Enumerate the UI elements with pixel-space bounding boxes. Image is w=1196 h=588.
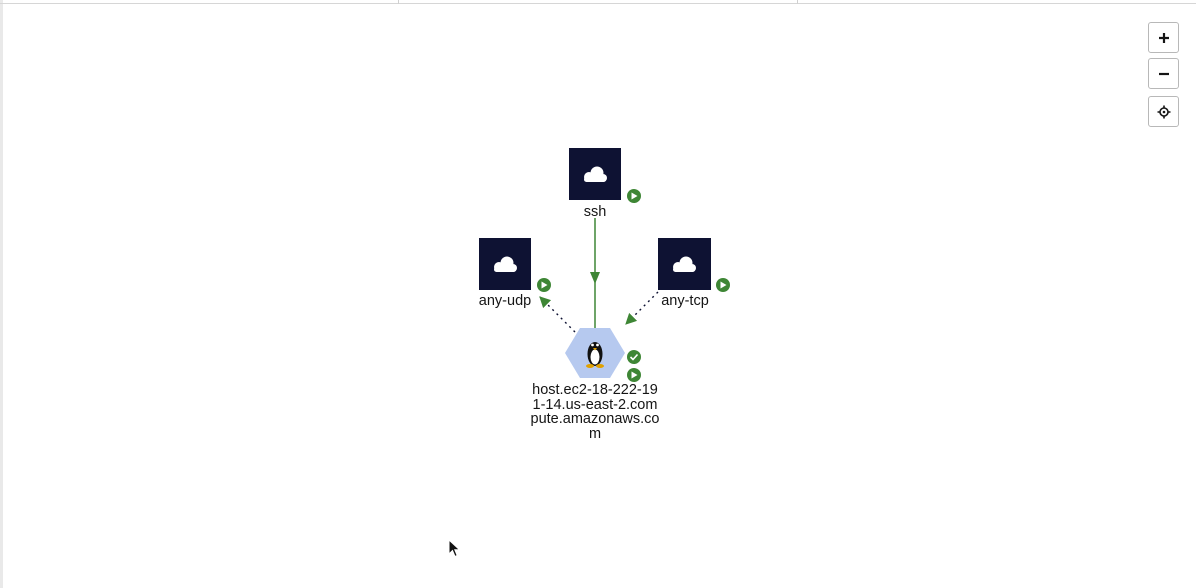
node-any-tcp[interactable] [658, 238, 711, 290]
node-label-ssh: ssh [583, 204, 607, 220]
health-badge-host [627, 350, 641, 364]
tab-separator [797, 0, 798, 4]
edge-any-tcp-to-host[interactable] [625, 291, 659, 325]
crosshair-icon [1157, 105, 1170, 118]
plus-icon [1158, 32, 1169, 43]
cloud-icon [673, 256, 696, 272]
mouse-pointer-icon [448, 539, 461, 558]
check-icon [629, 353, 639, 361]
edge-host-to-ssh[interactable] [590, 218, 600, 328]
node-host[interactable] [565, 328, 625, 378]
edge-host-to-any-udp[interactable] [539, 296, 576, 333]
play-icon [720, 281, 727, 289]
left-border [0, 0, 3, 588]
minus-icon [1158, 72, 1169, 75]
status-badge-any-tcp [716, 278, 730, 292]
linux-tux-icon [586, 342, 604, 368]
play-icon [541, 281, 548, 289]
cloud-icon [494, 256, 517, 272]
node-ssh[interactable] [569, 148, 621, 200]
status-badge-ssh [627, 189, 641, 203]
play-icon [631, 192, 638, 200]
status-badge-host [627, 368, 641, 382]
tab-separator [398, 0, 399, 4]
top-tab-strip [0, 0, 1196, 4]
zoom-out-button[interactable] [1148, 58, 1179, 89]
edge-arrow [590, 272, 600, 284]
zoom-in-button[interactable] [1148, 22, 1179, 53]
status-badge-any-udp [537, 278, 551, 292]
cloud-icon [584, 166, 607, 182]
node-label-any-udp: any-udp [478, 293, 532, 309]
node-any-udp[interactable] [479, 238, 531, 290]
node-label-any-tcp: any-tcp [661, 293, 709, 309]
play-icon [631, 371, 638, 379]
reset-view-button[interactable] [1148, 96, 1179, 127]
node-label-host: host.ec2-18-222-191-14.us-east-2.compute… [530, 382, 660, 442]
